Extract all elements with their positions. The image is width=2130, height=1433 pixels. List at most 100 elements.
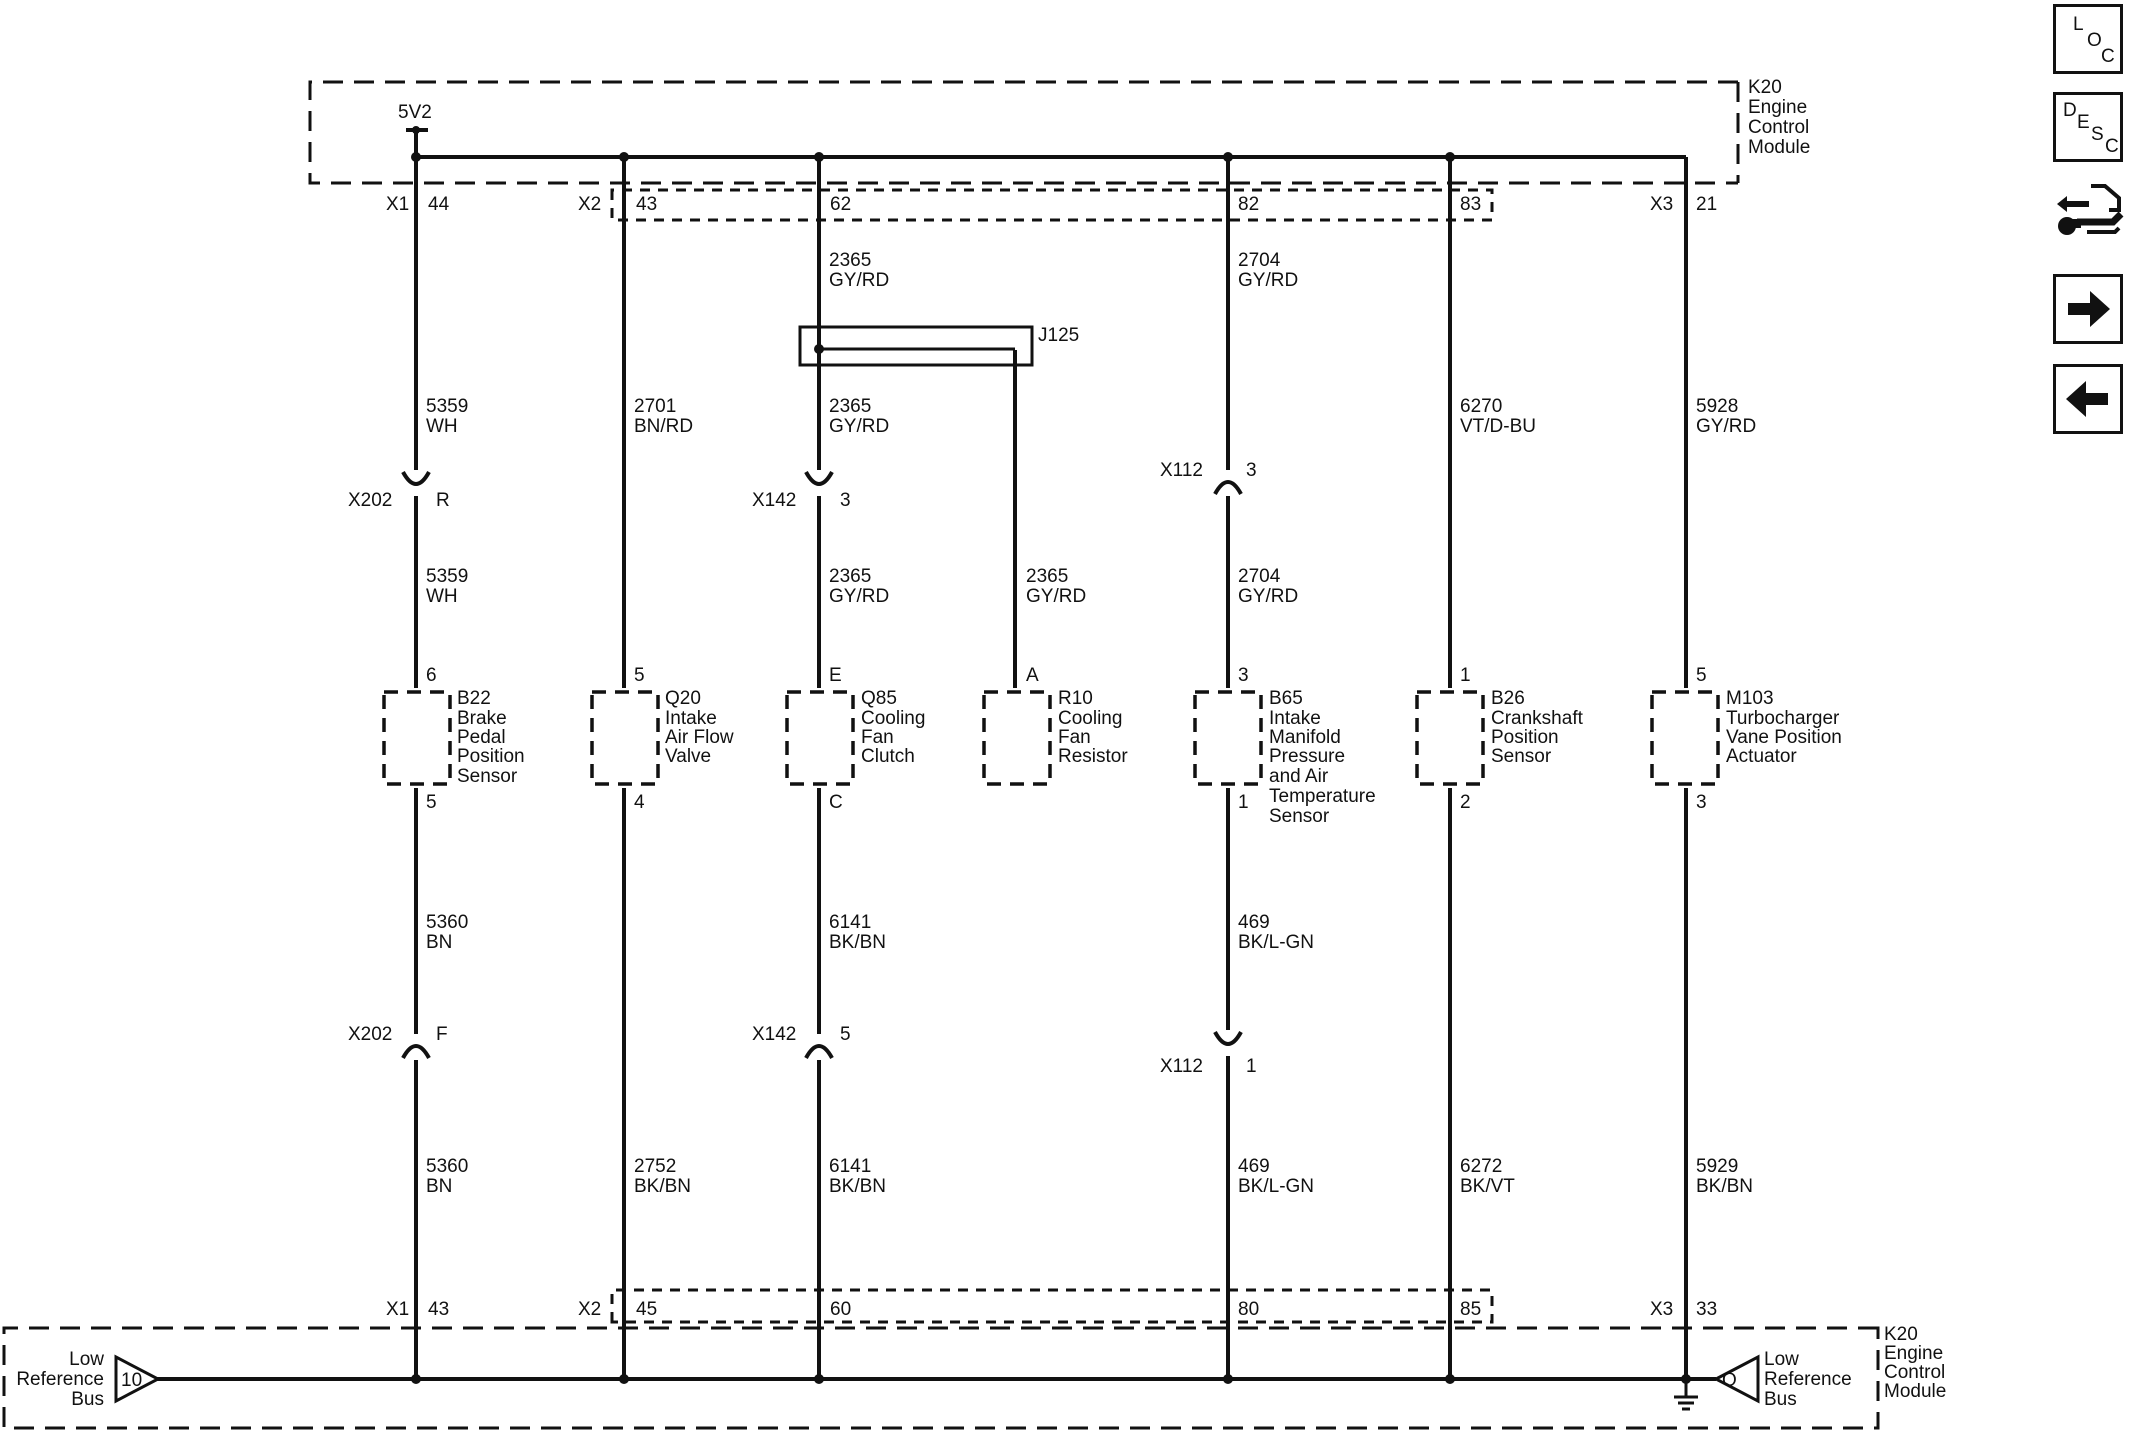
wire-label-color: GY/RD [1238,270,1298,291]
component-name-line: Actuator [1726,746,1797,767]
x202-ref-2: X202 [348,1024,392,1045]
wire-label-circuit: 5928 [1696,396,1738,417]
component-name-line: Valve [665,746,711,767]
wire-label-color: GY/RD [829,270,889,291]
wire-label-circuit: 5359 [426,396,468,417]
component-name-line: Clutch [861,746,915,767]
wire-label-circuit: 2365 [829,566,871,587]
wire-label-color: GY/RD [1696,416,1756,437]
top-pin-43: 43 [636,194,657,215]
component-name-line: Position [1491,727,1559,748]
inline-connector-x202-f: X202 F [348,1024,448,1060]
desc-button[interactable]: D E S C [2053,92,2123,162]
wire-label-color: BN/RD [634,416,693,437]
previous-button[interactable] [2053,364,2123,434]
x202-pin-f: F [436,1024,448,1045]
component-name-line: Pressure [1269,746,1345,767]
component-name-line: Pedal [457,727,506,748]
k20-name-line-1: Engine [1748,97,1807,118]
bottom-connector-labels: X1 43 X2 45 60 80 85 X3 33 [386,1299,1717,1320]
bottom-pin-33: 33 [1696,1299,1717,1320]
wire-label-color: GY/RD [1238,586,1298,607]
low-ref-left-line-1: Low [69,1349,104,1370]
arrow-left-icon [2066,381,2108,417]
component-q85: E C Q85 Cooling Fan Clutch [785,665,925,813]
wire-label-color: BK/L-GN [1238,1176,1314,1197]
component-name-line: Turbocharger [1726,708,1840,729]
inline-connector-x112-3: X112 3 [1160,460,1257,496]
k20-module-bottom: K20 Engine Control Module [2,1288,1946,1430]
top-conn-x3: X3 [1650,194,1673,215]
k20-ref-bottom: K20 [1884,1324,1918,1345]
k20-ref-top: K20 [1748,77,1782,98]
component-name-line: Vane Position [1726,727,1842,748]
pin-bottom: 3 [1696,792,1707,813]
low-ref-left-pin: 10 [121,1370,142,1391]
k20-module-top: K20 Engine Control Module [308,77,1810,222]
x142-ref-2: X142 [752,1024,796,1045]
pin-top: A [1026,665,1039,686]
wire-label-color: GY/RD [829,586,889,607]
component-b65: 3 1 B65 Intake Manifold Pressure and Air… [1193,665,1376,827]
x112-ref-2: X112 [1160,1056,1203,1077]
component-name-line: Manifold [1269,727,1341,748]
pin-bottom: 5 [426,792,437,813]
loc-button[interactable]: L O C [2053,4,2123,74]
inline-connector-x112-1: X112 1 [1160,1030,1257,1077]
pin-bottom: 1 [1238,792,1249,813]
wire-label-circuit: 469 [1238,912,1270,933]
pin-top: 1 [1460,665,1471,686]
component-ref: M103 [1726,688,1774,709]
component-name-line: Intake [665,708,717,729]
splice-j125: J125 [798,325,1079,367]
k20-name-line-2: Control [1748,117,1809,138]
wire-label-color: BK/L-GN [1238,932,1314,953]
k20-name-line-3: Module [1884,1381,1946,1402]
wire-label-circuit: 5929 [1696,1156,1738,1177]
pin-bottom: C [829,792,843,813]
k20-name-line-1: Engine [1884,1343,1943,1364]
wire-label-circuit: 6141 [829,1156,871,1177]
component-name-line: Air Flow [665,727,734,748]
component-ref: B65 [1269,688,1303,709]
low-ref-right-line-2: Reference [1764,1369,1852,1390]
low-ref-right-line-1: Low [1764,1349,1799,1370]
component-name-line: Sensor [1491,746,1552,767]
low-ref-right-pin: O [1722,1370,1737,1391]
ground-icon [1674,1379,1698,1411]
x142-pin-5: 5 [840,1024,851,1045]
inline-connector-x202-r: X202 R [348,470,450,511]
wire-label-circuit: 2752 [634,1156,676,1177]
bottom-pin-60: 60 [830,1299,851,1320]
component-ref: R10 [1058,688,1093,709]
next-button[interactable] [2053,274,2123,344]
x112-pin-1: 1 [1246,1056,1257,1077]
low-ref-right-line-3: Bus [1764,1389,1797,1410]
component-name-line: Position [457,746,525,767]
top-pin-21: 21 [1696,194,1717,215]
connector-button[interactable] [2053,180,2125,252]
wire-label-circuit: 6141 [829,912,871,933]
x142-ref-1: X142 [752,490,796,511]
component-ref: B26 [1491,688,1525,709]
desc-letter-s: S [2091,124,2104,145]
bottom-pin-85: 85 [1460,1299,1481,1320]
wire-label-circuit: 6272 [1460,1156,1502,1177]
x202-ref-1: X202 [348,490,392,511]
pin-top: E [829,665,842,686]
component-m103: 5 3 M103 Turbocharger Vane Position Actu… [1650,665,1842,813]
low-ref-left-line-2: Reference [16,1369,104,1390]
component-name-line: Sensor [1269,806,1330,827]
pin-top: 5 [634,665,645,686]
wire-label-circuit: 2365 [1026,566,1068,587]
wire-labels: 5359 WH 5359 WH 5360 BN 5360 BN 2701 BN/… [426,250,1756,1197]
component-b26: 1 2 B26 Crankshaft Position Sensor [1415,665,1584,813]
wire-label-circuit: 2704 [1238,250,1281,271]
component-name-line: Temperature [1269,786,1376,807]
top-pin-82: 82 [1238,194,1259,215]
supply-label: 5V2 [398,102,432,123]
wire-label-circuit: 2365 [829,396,871,417]
component-name-line: Crankshaft [1491,708,1584,729]
wire-label-circuit: 5360 [426,1156,468,1177]
vertical-wires [414,157,1688,1379]
